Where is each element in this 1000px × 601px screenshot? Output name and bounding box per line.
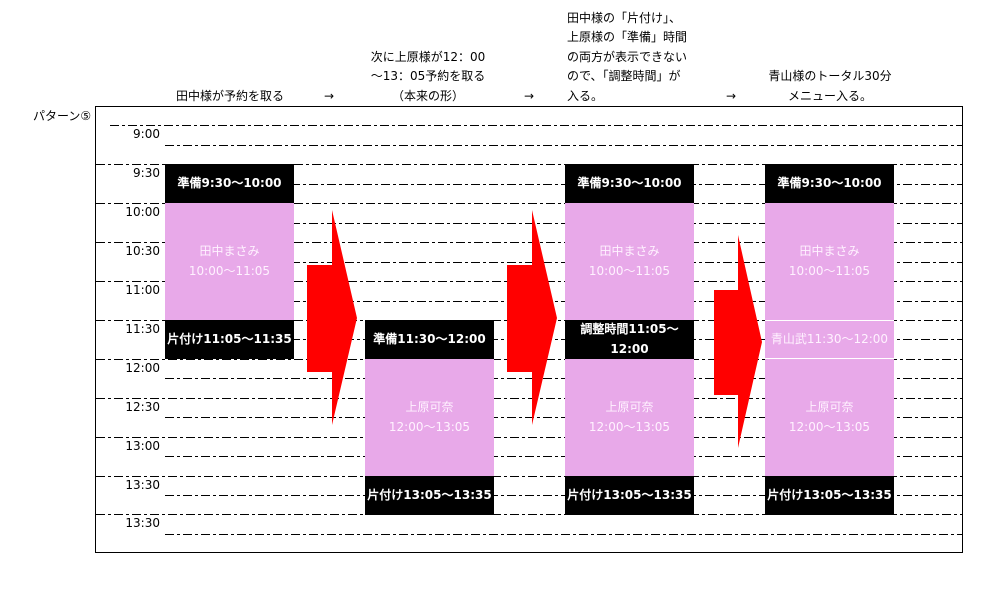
red-block-arrow-2 (507, 210, 557, 425)
caption-line: ～13：05予約を取る (370, 69, 486, 84)
appointment-time: 12:00～13:05 (788, 419, 871, 434)
caption-step-2: 次に上原様が12：00 ～13：05予約を取る （本来の形） (348, 48, 508, 107)
appointment-block: 上原可奈 12:00～13:05 (565, 359, 694, 476)
red-block-arrow-3 (714, 235, 762, 448)
menu-30min-block: 青山武11:30～12:00 (765, 320, 894, 359)
caption-step-4: 青山様のトータル30分 メニュー入る。 (750, 67, 910, 106)
step-arrow-2: → (523, 89, 535, 103)
caption-line: 青山様のトータル30分 (768, 69, 892, 84)
caption-step-1: 田中様が予約を取る (150, 87, 310, 107)
appointment-block: 田中まさみ 10:00～11:05 (565, 203, 694, 320)
adjustment-block: 調整時間11:05～ 12:00 (565, 320, 694, 359)
block-text: 準備11:30～12:00 (373, 331, 486, 346)
caption-line: 上原様の「準備」時間 (567, 30, 688, 45)
time-label: 11:30 (125, 322, 160, 336)
appointment-time: 10:00～11:05 (188, 263, 271, 278)
appointment-block: 田中まさみ 10:00～11:05 (765, 203, 894, 320)
step-arrow-1: → (323, 89, 335, 103)
caption-line: 入る。 (567, 88, 604, 103)
caption-line: 田中様が予約を取る (175, 89, 284, 103)
block-text: 片付け13:05～13:35 (367, 487, 492, 502)
block-text: 調整時間11:05～ (580, 322, 679, 336)
cleanup-block: 片付け13:05～13:35 (365, 476, 494, 515)
cleanup-block: 片付け13:05～13:35 (765, 476, 894, 515)
caption-step-3: 田中様の「片付け」、 上原様の「準備」時間 の両方が表示できない ので、「調整時… (567, 9, 702, 107)
customer-name: 上原可奈 (405, 400, 454, 414)
step-arrow-3: → (725, 89, 737, 103)
red-block-arrow-1 (307, 210, 357, 425)
customer-name: 上原可奈 (805, 400, 854, 414)
caption-line: （本来の形） (391, 88, 464, 103)
time-label: 13:30 (125, 516, 160, 530)
block-text: 準備9:30～10:00 (177, 175, 282, 190)
time-label: 13:30 (125, 478, 160, 492)
time-label: 10:30 (125, 244, 160, 258)
block-text: 12:00 (610, 341, 649, 356)
time-label: 9:30 (133, 166, 160, 180)
customer-name: 田中まさみ (599, 244, 660, 258)
caption-line: 田中様の「片付け」、 (567, 10, 682, 25)
appointment-time: 10:00～11:05 (588, 263, 671, 278)
block-text: 片付け13:05～13:35 (767, 487, 892, 502)
time-label: 13:00 (125, 439, 160, 453)
pattern-label: パターン⑤ (33, 109, 92, 123)
customer-name: 田中まさみ (199, 244, 260, 258)
appointment-block: 上原可奈 12:00～13:05 (365, 359, 494, 476)
appointment-block: 上原可奈 12:00～13:05 (765, 359, 894, 476)
appointment-block: 田中まさみ 10:00～11:05 (165, 203, 294, 320)
prep-block: 準備9:30～10:00 (165, 164, 294, 203)
caption-line: の両方が表示できない (567, 49, 688, 64)
caption-line: ので、「調整時間」が (567, 69, 681, 84)
prep-block: 準備9:30～10:00 (565, 164, 694, 203)
time-label: 12:00 (125, 361, 160, 375)
cleanup-block: 片付け13:05～13:35 (565, 476, 694, 515)
customer-name: 上原可奈 (605, 400, 654, 414)
timetable-frame (95, 106, 963, 553)
caption-line: 次に上原様が12：00 (370, 49, 486, 64)
time-label: 10:00 (125, 205, 160, 219)
appointment-time: 12:00～13:05 (388, 419, 471, 434)
caption-line: メニュー入る。 (787, 88, 872, 103)
time-label: 12:30 (125, 400, 160, 414)
time-label: 11:00 (125, 283, 160, 297)
prep-block: 準備9:30～10:00 (765, 164, 894, 203)
block-text: 準備9:30～10:00 (577, 175, 682, 190)
cleanup-block: 片付け11:05～11:35 (165, 320, 294, 359)
block-text: 準備9:30～10:00 (777, 175, 882, 190)
appointment-time: 10:00～11:05 (788, 263, 871, 278)
prep-block: 準備11:30～12:00 (365, 320, 494, 359)
customer-name: 田中まさみ (799, 244, 860, 258)
time-label: 9:00 (133, 127, 160, 141)
block-text: 片付け11:05～11:35 (167, 331, 292, 346)
appointment-time: 12:00～13:05 (588, 419, 671, 434)
block-text: 片付け13:05～13:35 (567, 487, 692, 502)
block-text: 青山武11:30～12:00 (770, 331, 889, 346)
